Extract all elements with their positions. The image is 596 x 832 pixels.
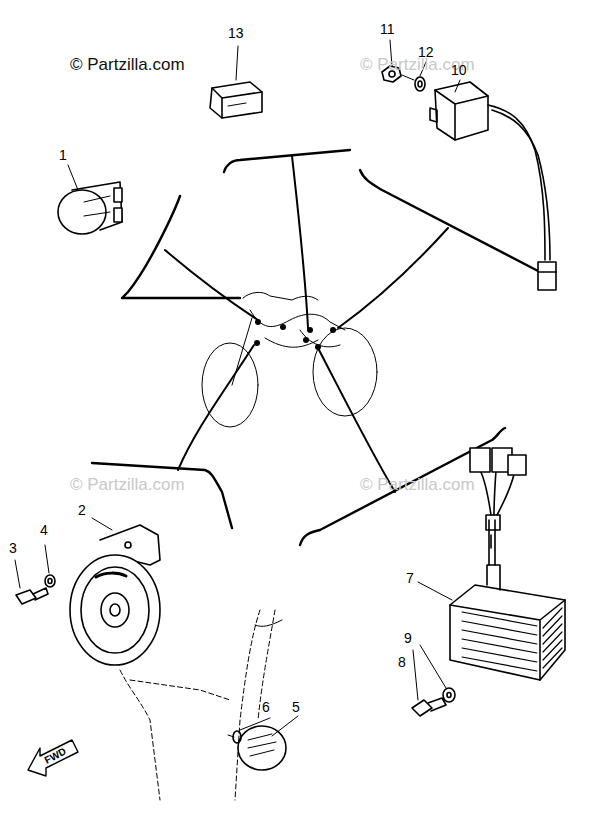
callout-number: 4 (40, 523, 48, 537)
callout-number: 5 (292, 700, 300, 714)
watermark: © Partzilla.com (70, 476, 185, 493)
callout-number: 7 (406, 571, 414, 585)
callout-number: 10 (451, 63, 467, 77)
watermark: © Partzilla.com (70, 56, 185, 73)
callout-number: 3 (9, 541, 17, 555)
callout-number: 13 (228, 26, 244, 40)
callout-number: 12 (418, 45, 434, 59)
callout-number: 6 (262, 700, 270, 714)
callout-number: 2 (78, 503, 86, 517)
callout-number: 9 (404, 631, 412, 645)
callout-number: 11 (380, 22, 395, 36)
callout-number: 8 (398, 655, 406, 669)
callout-number: 1 (59, 148, 67, 162)
watermark: © Partzilla.com (360, 476, 475, 493)
